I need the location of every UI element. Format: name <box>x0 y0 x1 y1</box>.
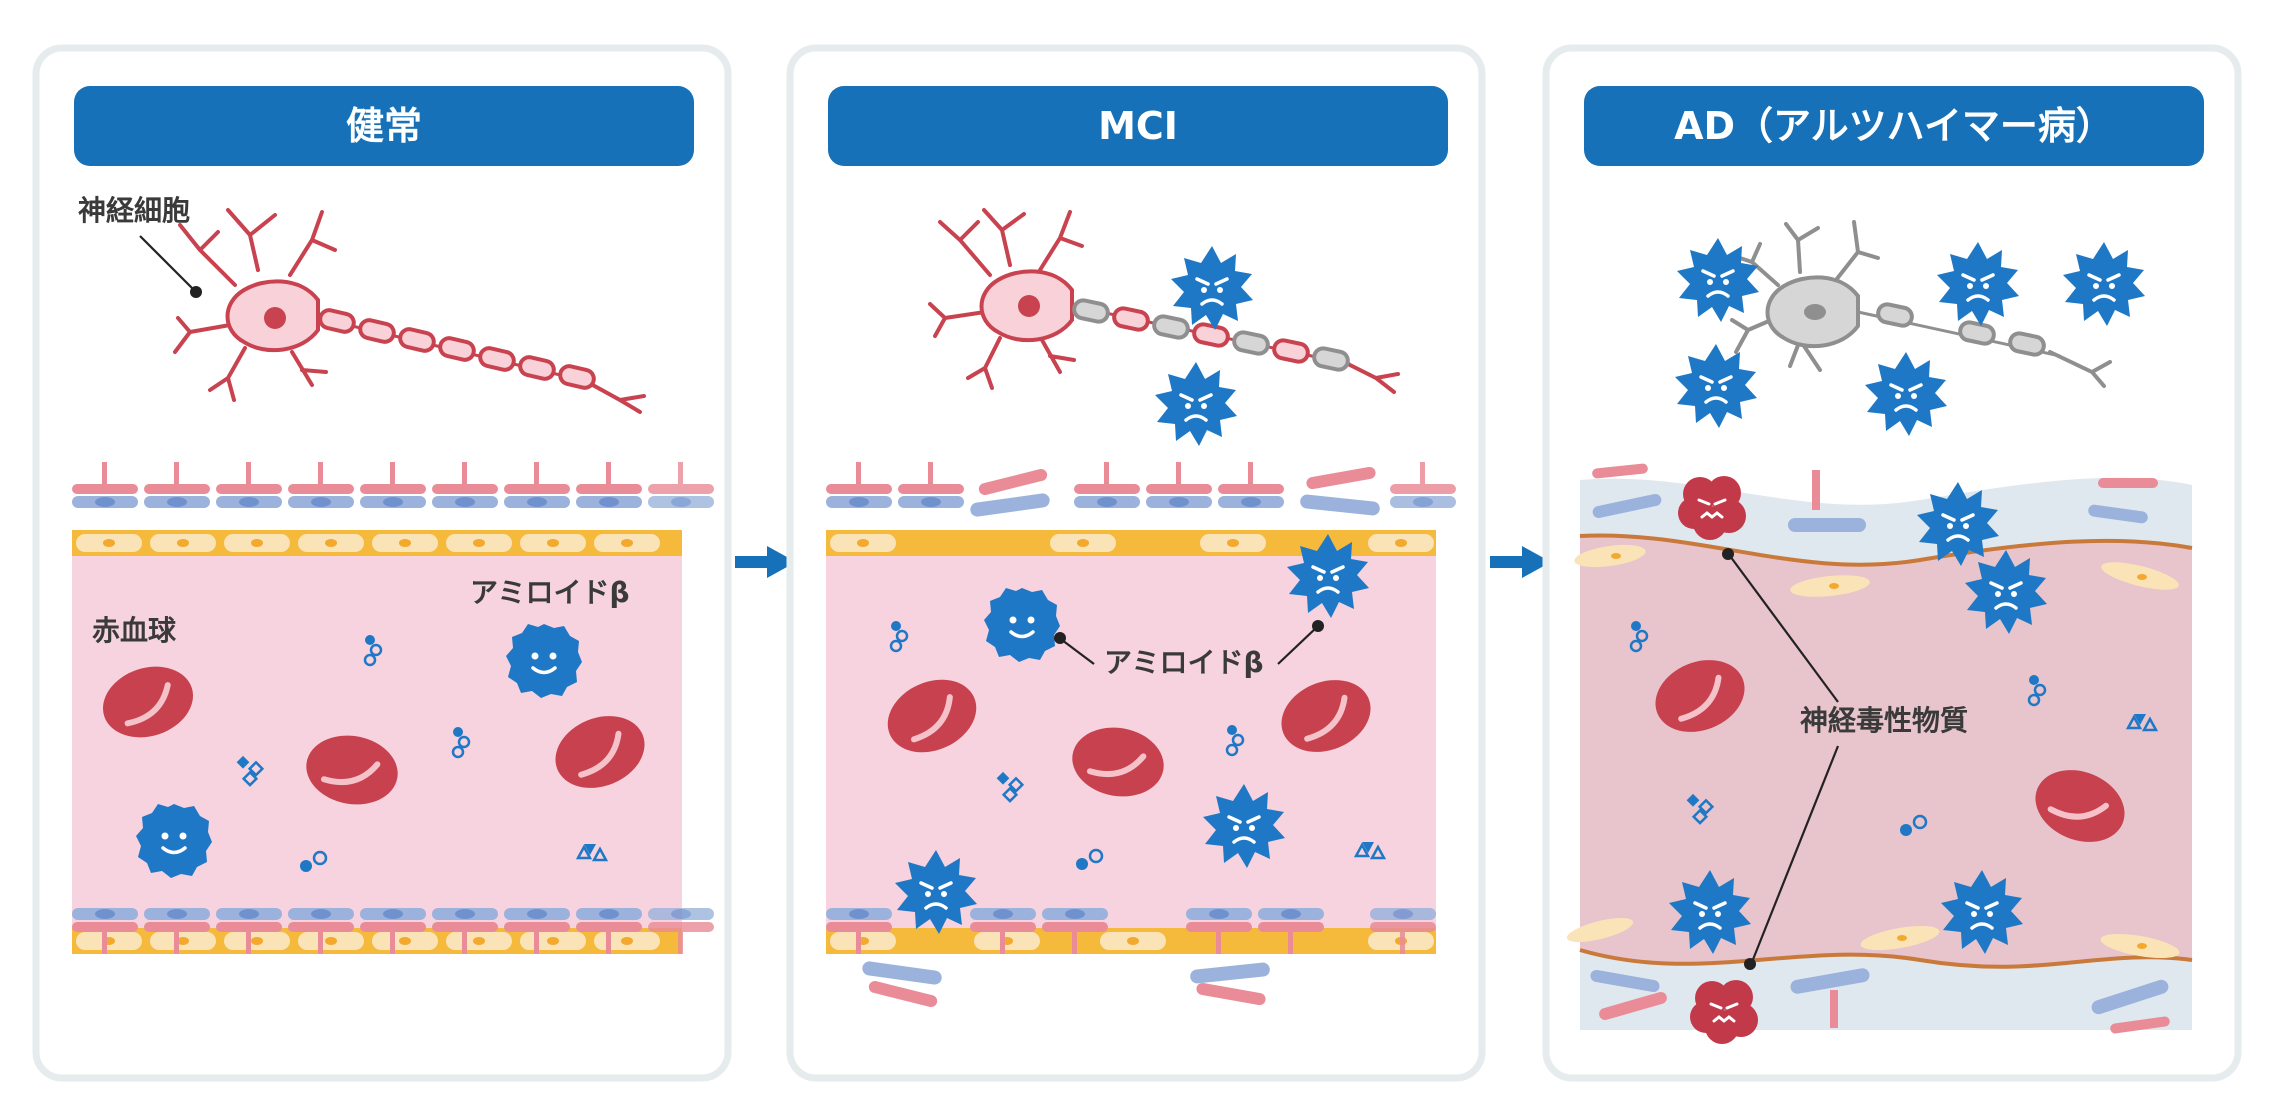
neuron-icon <box>1730 220 2112 388</box>
panel-header-ad <box>1584 86 2204 166</box>
label-toxic: 神経毒性物質 <box>1800 704 1968 737</box>
neuron-icon <box>173 208 646 414</box>
axon <box>317 308 596 390</box>
panel-ad: AD（アルツハイマー病） <box>1542 44 2242 1082</box>
panel-header-healthy <box>74 86 694 166</box>
panel-mci: MCI <box>786 44 1486 1082</box>
panel-title-mci: MCI <box>1098 104 1178 148</box>
panel-healthy: 健常 神経細胞 <box>32 44 732 1082</box>
label-amyloid-mci: アミロイドβ <box>1104 646 1263 679</box>
label-rbc: 赤血球 <box>92 614 177 647</box>
panel-title-ad: AD（アルツハイマー病） <box>1674 104 2114 148</box>
neuron-icon <box>928 208 1400 394</box>
panel-title-healthy: 健常 <box>346 104 422 148</box>
right-arrow-icon <box>735 546 796 578</box>
panel-header-mci <box>828 86 1448 166</box>
label-amyloid-healthy: アミロイドβ <box>470 576 629 609</box>
leader-neuron <box>139 235 195 291</box>
label-neuron: 神経細胞 <box>78 194 190 227</box>
blood-vessel-ad <box>1566 463 2193 1034</box>
right-arrow-icon <box>1490 546 1551 578</box>
